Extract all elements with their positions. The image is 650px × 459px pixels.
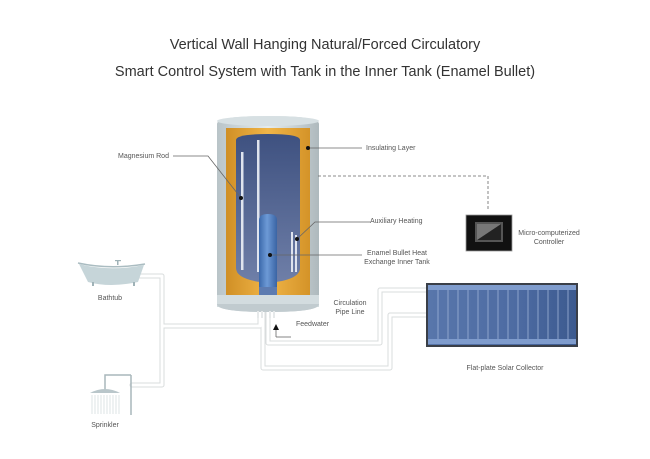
label-controller: Micro-computerized Controller	[513, 229, 585, 247]
label-solar-collector: Flat-plate Solar Collector	[466, 365, 544, 372]
label-sprinkler: Sprinkler	[91, 422, 119, 429]
inner-tank	[236, 134, 300, 283]
bathtub-icon	[77, 260, 146, 286]
auxiliary-heater-2	[295, 235, 297, 272]
leader-lines	[173, 147, 489, 338]
pipe-bathtub	[129, 273, 165, 388]
label-controller-line2: Controller	[533, 239, 565, 246]
diagram-title-line2: Smart Control System with Tank in the In…	[114, 64, 536, 80]
label-bathtub: Bathtub	[97, 295, 123, 302]
label-magnesium-rod: Magnesium Rod	[118, 153, 169, 160]
water-tank	[217, 116, 319, 318]
magnesium-rod-1	[241, 152, 244, 270]
label-insulating-layer: Insulating Layer	[366, 145, 416, 152]
label-feedwater: Feedwater	[296, 321, 330, 328]
label-enamel-bullet: Enamel Bullet Heat Exchange Inner Tank	[360, 249, 434, 267]
label-circulation-line2: Pipe Line	[335, 309, 365, 316]
pipe-tank-to-fixtures	[160, 309, 263, 329]
leader-dots	[239, 146, 310, 257]
diagram-title-line1: Vertical Wall Hanging Natural/Forced Cir…	[169, 37, 481, 53]
label-auxiliary-heating: Auxiliary Heating	[370, 218, 423, 225]
pipe-circulation-lower	[260, 309, 431, 371]
sprinkler-icon	[90, 374, 132, 415]
solar-collector-icon	[426, 283, 578, 347]
feedwater-arrow-icon	[273, 324, 279, 330]
label-enamel-bullet-line1: Enamel Bullet Heat	[367, 250, 427, 257]
auxiliary-heater-1	[291, 232, 293, 272]
label-controller-line1: Micro-computerized	[518, 230, 580, 237]
label-enamel-bullet-line2: Exchange Inner Tank	[364, 259, 430, 266]
label-circulation-pipe: Circulation Pipe Line	[325, 299, 375, 317]
label-circulation-line1: Circulation	[333, 300, 367, 307]
magnesium-rod-2	[257, 140, 260, 272]
controller-icon	[465, 214, 513, 252]
pipes	[129, 273, 431, 388]
enamel-bullet	[259, 214, 277, 297]
